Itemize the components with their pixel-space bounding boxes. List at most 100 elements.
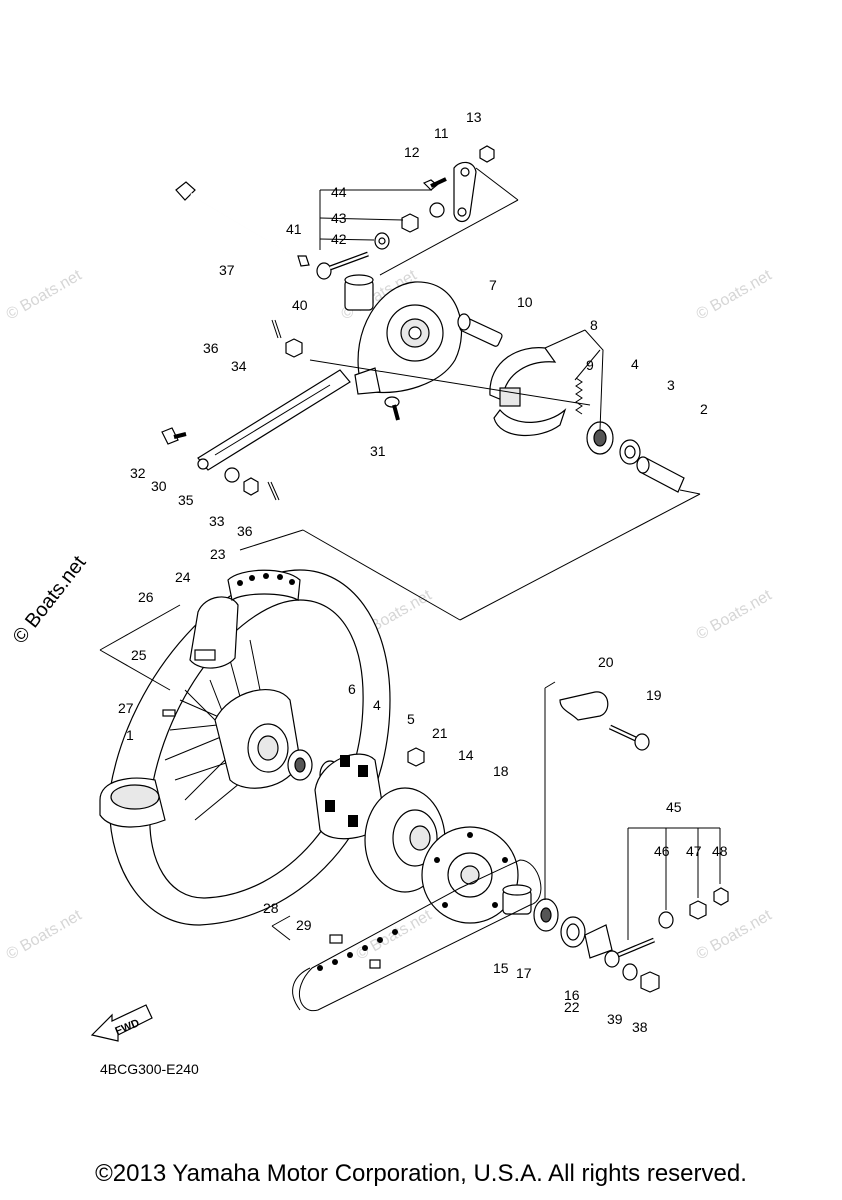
bolt	[161, 427, 187, 445]
brake-shoe-comp	[489, 347, 567, 436]
callout: 23	[210, 546, 226, 562]
callout: 28	[263, 900, 279, 916]
callout: 13	[466, 109, 482, 125]
washer	[224, 467, 240, 483]
bearing	[533, 898, 559, 932]
callout: 17	[516, 965, 532, 981]
callout: 4	[373, 697, 381, 713]
callout: 46	[654, 843, 670, 859]
nut	[401, 213, 419, 233]
collar	[584, 924, 613, 959]
callout: 4	[631, 356, 639, 372]
callout: 47	[686, 843, 702, 859]
brake-camshaft	[457, 313, 503, 347]
collar	[344, 274, 374, 311]
leader-lines-lower	[99, 604, 721, 1011]
bolt	[384, 396, 400, 421]
bolt	[422, 177, 447, 191]
callout: 31	[370, 443, 386, 459]
nut	[479, 145, 495, 163]
tension-spring	[575, 377, 583, 415]
callout: 30	[151, 478, 167, 494]
callout: 8	[590, 317, 598, 333]
chain-puller-bolt	[604, 937, 655, 968]
brake-shoe-plate	[354, 281, 463, 395]
callout: 15	[493, 960, 509, 976]
nut	[285, 338, 303, 358]
callout: 19	[646, 687, 662, 703]
bearing	[586, 421, 614, 455]
watermark-main: © Boats.net	[9, 552, 91, 648]
callout: 35	[178, 492, 194, 508]
spoke-nipple	[162, 709, 176, 717]
callout: 16	[564, 987, 580, 1003]
callout: 38	[632, 1019, 648, 1035]
callout: 27	[118, 700, 134, 716]
watermark: © Boats.net	[4, 907, 86, 964]
watermark: © Boats.net	[354, 907, 436, 964]
callout: 36	[237, 523, 253, 539]
callout: 11	[434, 125, 449, 141]
callout: 36	[203, 340, 219, 356]
callout: 25	[131, 647, 147, 663]
callout-numbers: 1 2 3 4 4 5 6 7 8 9 10 11 12 13 14 15 16…	[118, 109, 728, 1035]
copyright-notice: ©2013 Yamaha Motor Corporation, U.S.A. A…	[95, 1160, 747, 1187]
callout: 24	[175, 569, 191, 585]
callout: 44	[331, 184, 347, 200]
callout: 21	[432, 725, 448, 741]
bearing	[287, 749, 313, 781]
nut	[689, 900, 707, 920]
callout: 3	[667, 377, 675, 393]
diagram-code: 4BCG300-E240	[100, 1061, 199, 1077]
callout: 7	[489, 277, 497, 293]
nut	[407, 747, 425, 767]
callout: 37	[219, 262, 235, 278]
callout: 20	[598, 654, 614, 670]
watermark: © Boats.net	[4, 267, 86, 324]
callout: 14	[458, 747, 474, 763]
callout: 2	[700, 401, 708, 417]
callout: 5	[407, 711, 415, 727]
nut	[713, 887, 729, 906]
callout: 18	[493, 763, 509, 779]
brake-panel-bolt	[316, 251, 369, 280]
callout: 22	[564, 999, 580, 1015]
watermark: © Boats.net	[694, 267, 776, 324]
nut	[640, 971, 660, 993]
callout: 32	[130, 465, 146, 481]
cotter-pin	[267, 481, 280, 501]
washer	[429, 202, 445, 218]
drive-chain	[299, 859, 542, 1012]
callout: 41	[286, 221, 302, 237]
callout: 40	[292, 297, 308, 313]
callout: 42	[331, 231, 347, 247]
callout: 34	[231, 358, 247, 374]
axle-collar	[636, 456, 685, 493]
callout: 29	[296, 917, 312, 933]
forward-arrow: FWD	[90, 1004, 153, 1042]
spoke-set	[227, 569, 301, 601]
nut	[243, 477, 259, 496]
bolt	[608, 724, 650, 751]
callout: 9	[586, 357, 594, 373]
rear-wheel	[99, 569, 391, 926]
callout: 6	[348, 681, 356, 697]
tension-bar	[197, 369, 351, 471]
watermark: © Boats.net	[694, 587, 776, 644]
callout: 45	[666, 799, 682, 815]
washer	[622, 963, 638, 981]
cotter-pin	[271, 319, 282, 339]
rear-sprocket	[421, 826, 519, 924]
collar	[502, 884, 532, 915]
brake-camshaft-lever	[453, 161, 477, 223]
callout: 1	[126, 727, 134, 743]
callout: 26	[138, 589, 154, 605]
washer	[658, 911, 674, 929]
callout: 43	[331, 210, 347, 226]
leader-lines-upper	[239, 167, 701, 621]
callout: 12	[404, 144, 420, 160]
chain-puller-bracket	[559, 691, 609, 721]
callout: 33	[209, 513, 225, 529]
rear-axle	[175, 181, 310, 267]
